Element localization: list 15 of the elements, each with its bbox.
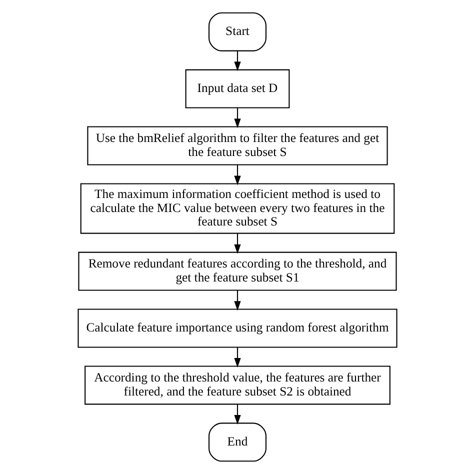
node-box: End: [208, 422, 266, 462]
node-box: Calculate feature importance using random forest algorithm: [77, 308, 397, 348]
arrow: [234, 347, 240, 368]
arrow: [234, 50, 240, 72]
node-box: The maximum information coefficient method is used to calculate the MIC value between every two features in the feature subset S: [80, 183, 394, 234]
node-box: According to the threshold value, the features are further filtered, and the feature subset S2 is obtained: [84, 366, 390, 405]
node-box: Start: [208, 12, 266, 52]
arrow: [234, 234, 240, 254]
node-box: Remove redundant features according to the threshold, and get the feature subset S1: [78, 252, 396, 291]
arrow: [234, 108, 240, 128]
arrow: [234, 165, 240, 186]
node-box: Input data set D: [184, 69, 290, 108]
node-box: Use the bmRelief algorithm to filter the features and get the feature subset S: [86, 126, 388, 166]
arrow: [234, 404, 240, 425]
arrow: [234, 290, 240, 311]
